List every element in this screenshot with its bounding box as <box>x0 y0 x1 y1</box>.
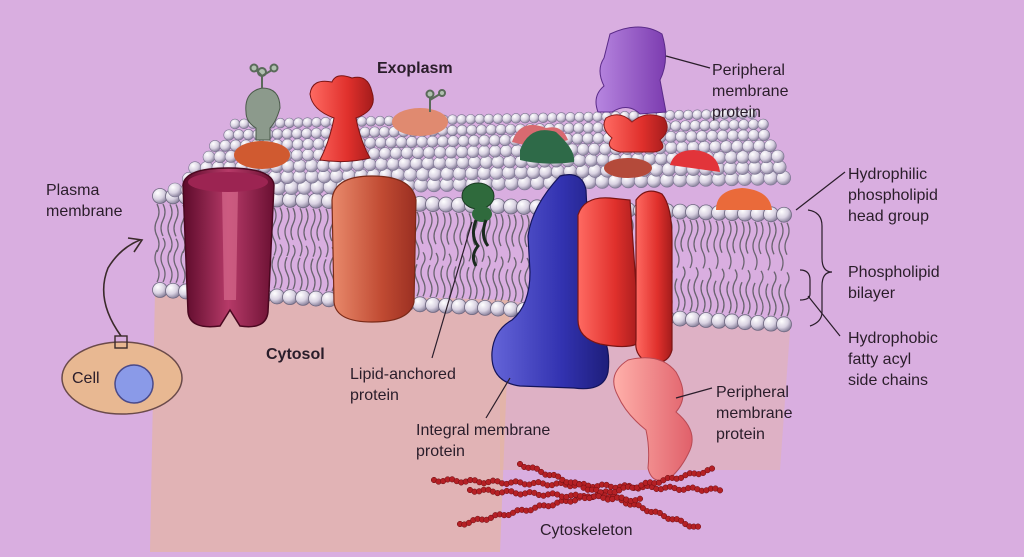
plasma-membrane-label: Plasma membrane <box>46 182 123 220</box>
lipid-anchored-protein <box>461 182 495 267</box>
cytosol-region <box>150 290 510 552</box>
peripheral-protein-top <box>595 26 668 153</box>
peripheral-protein-bottom-label: Peripheral membrane protein <box>716 384 793 443</box>
cell-inset <box>61 237 183 415</box>
cytoskeleton-filaments <box>430 460 724 530</box>
surface-proteins <box>234 63 772 210</box>
integral-membrane-protein-label: Integral membrane protein <box>416 422 551 460</box>
peripheral-protein-top-label: Peripheral membrane protein <box>712 62 789 121</box>
phospholipid-bilayer-label: Phospholipid bilayer <box>848 264 940 302</box>
exoplasm-label: Exoplasm <box>377 60 453 77</box>
hydrophobic-side-chains-label: Hydrophobic fatty acyl side chains <box>848 330 938 389</box>
cytosol-label: Cytosol <box>266 346 325 363</box>
lipid-anchored-protein-label: Lipid-anchored protein <box>350 366 456 404</box>
integral-protein-orange <box>331 175 417 323</box>
cell-label: Cell <box>72 370 100 387</box>
hydrophilic-head-group-label: Hydrophilic phospholipid head group <box>848 166 938 225</box>
channel-protein <box>182 167 275 328</box>
integral-protein-red <box>577 190 673 364</box>
leader-lines <box>431 55 846 419</box>
cytoskeleton-label: Cytoskeleton <box>540 522 633 539</box>
